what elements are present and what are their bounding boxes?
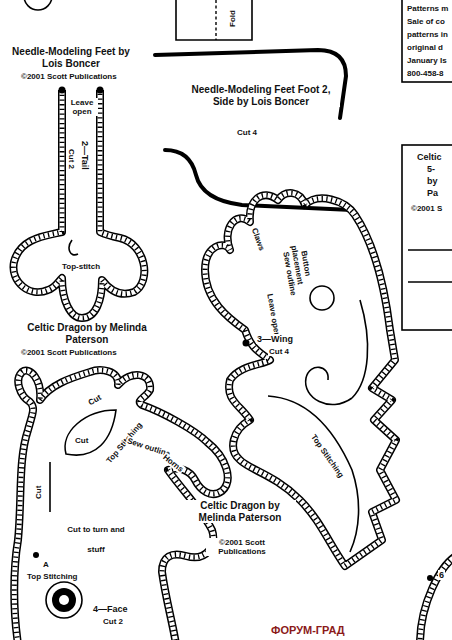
stitch-note: Top-stitch: [58, 262, 104, 271]
note-text: patterns in: [406, 30, 449, 39]
point-mark: A: [42, 560, 50, 569]
piece-title: Needle-Modeling Feet Foot 2, Side by Loi…: [182, 84, 340, 107]
note-text: Sale of co: [406, 17, 446, 26]
cut-mark: Cut: [34, 485, 43, 500]
cut-count: Cut 4: [236, 128, 258, 137]
cut-count: Cut 4: [268, 347, 290, 356]
cut-mark: Cut: [86, 392, 104, 408]
piece-title: 5-: [426, 164, 436, 174]
corner-piece: [24, 0, 52, 10]
stitch-note: Top Stitching: [308, 432, 346, 480]
fold-mark: Fold: [228, 9, 237, 28]
fold-piece: [176, 0, 252, 40]
cut-mark: Cut to turn and stuff: [60, 520, 132, 560]
note-text: 800-458-8: [406, 69, 444, 78]
cut-mark: Cut: [74, 436, 89, 445]
piece-title: Celtic Dragon by Melinda Paterson: [6, 322, 168, 345]
part-note: Claws: [249, 226, 266, 253]
watermark: ФОРУМ-ГРАД: [270, 624, 346, 637]
note-text: January Is: [406, 56, 448, 65]
piece-title: Needle-Modeling Feet by Lois Boncer: [8, 46, 134, 69]
cut-count: Cut 2: [102, 617, 124, 626]
piece-title: by: [426, 176, 439, 186]
copyright: ©2001 Scott Publications: [20, 348, 118, 357]
copyright: ©2001 S: [410, 204, 443, 213]
piece-title: Celtic: [416, 152, 443, 162]
note-text: Patterns m: [406, 4, 449, 13]
opening-mark: Leave open: [265, 292, 282, 339]
piece-number: 4—Face: [92, 604, 129, 614]
piece-title: Pa: [426, 188, 439, 198]
opening-mark: Leave open: [66, 98, 98, 116]
foot-side-piece: [155, 50, 352, 210]
copyright: ©2001 Scott Publications: [20, 72, 118, 81]
note-text: original d: [406, 43, 444, 52]
callout-number: 6: [438, 570, 445, 580]
tail-piece: [13, 87, 144, 319]
cut-count: Cut 2: [67, 148, 76, 170]
piece-number: 3—Wing: [256, 334, 294, 344]
piece-number: 2—Tail: [80, 140, 90, 171]
piece-title: Celtic Dragon by Melinda Paterson: [184, 500, 296, 523]
partial-piece: [420, 556, 452, 640]
info-frame: [402, 0, 452, 330]
stitch-note: Top Stitching: [26, 572, 79, 581]
copyright: ©2001 Scott Publications: [206, 538, 278, 556]
